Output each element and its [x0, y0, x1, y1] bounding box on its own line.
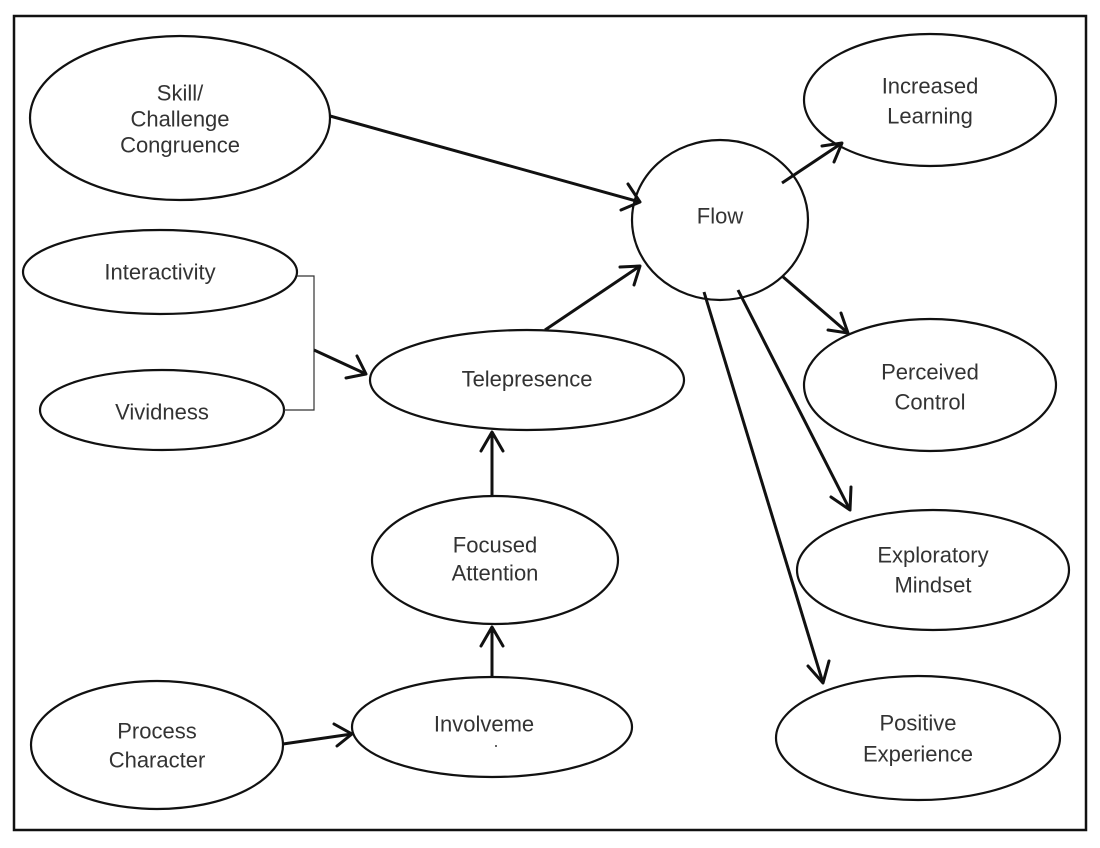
edge-involvement-to-focused [479, 625, 505, 677]
edge-focused-to-telepresence [479, 430, 505, 495]
node-positive-line-1: Positive [879, 711, 956, 736]
node-skill-line-1: Skill/ [157, 81, 204, 106]
node-skill-challenge-congruence: Skill/ Challenge Congruence [28, 34, 332, 202]
edge-flow-to-exploratory [736, 289, 853, 512]
node-skill-line-2: Challenge [130, 107, 229, 132]
node-skill-line-3: Congruence [120, 133, 240, 158]
node-process-line-2: Character [109, 748, 206, 773]
edge-process-to-involvement [282, 722, 354, 748]
node-exploratory-line-2: Mindset [894, 573, 971, 598]
node-control-line-2: Control [895, 390, 966, 415]
node-involvement: Involveme [350, 675, 634, 779]
node-exploratory-line-1: Exploratory [877, 543, 988, 568]
edge-skill-to-flow [329, 114, 642, 212]
node-interactivity-label: Interactivity [104, 260, 215, 285]
edge-bracket-to-telepresence [313, 348, 368, 380]
edge-telepresence-to-flow [544, 264, 642, 332]
involvement-dot [495, 745, 497, 747]
interactivity-vividness-bracket [284, 275, 315, 411]
node-learning-line-1: Increased [882, 74, 979, 99]
edge-flow-to-control [781, 274, 850, 335]
diagram-frame [12, 14, 1088, 832]
node-exploratory-mindset: Exploratory Mindset [795, 508, 1071, 632]
node-interactivity: Interactivity [21, 228, 299, 316]
node-positive-line-2: Experience [863, 742, 973, 767]
node-involvement-label: Involveme [434, 712, 534, 737]
edge-flow-to-learning [781, 141, 844, 185]
node-vividness: Vividness [38, 368, 286, 452]
node-flow-label: Flow [697, 204, 744, 229]
node-process-line-1: Process [117, 719, 196, 744]
node-focused-attention: Focused Attention [370, 494, 620, 626]
node-increased-learning: Increased Learning [802, 32, 1058, 168]
node-focused-line-2: Attention [452, 561, 539, 586]
node-perceived-control: Perceived Control [802, 317, 1058, 453]
node-learning-line-2: Learning [887, 104, 973, 129]
node-control-line-1: Perceived [881, 360, 979, 385]
node-flow: Flow [630, 138, 810, 302]
node-vividness-label: Vividness [115, 400, 209, 425]
node-telepresence-label: Telepresence [462, 367, 593, 392]
node-focused-line-1: Focused [453, 533, 537, 558]
node-positive-experience: Positive Experience [774, 674, 1062, 802]
edge-flow-to-positive [702, 291, 831, 685]
node-telepresence: Telepresence [368, 328, 686, 432]
node-process-character: Process Character [29, 679, 285, 811]
